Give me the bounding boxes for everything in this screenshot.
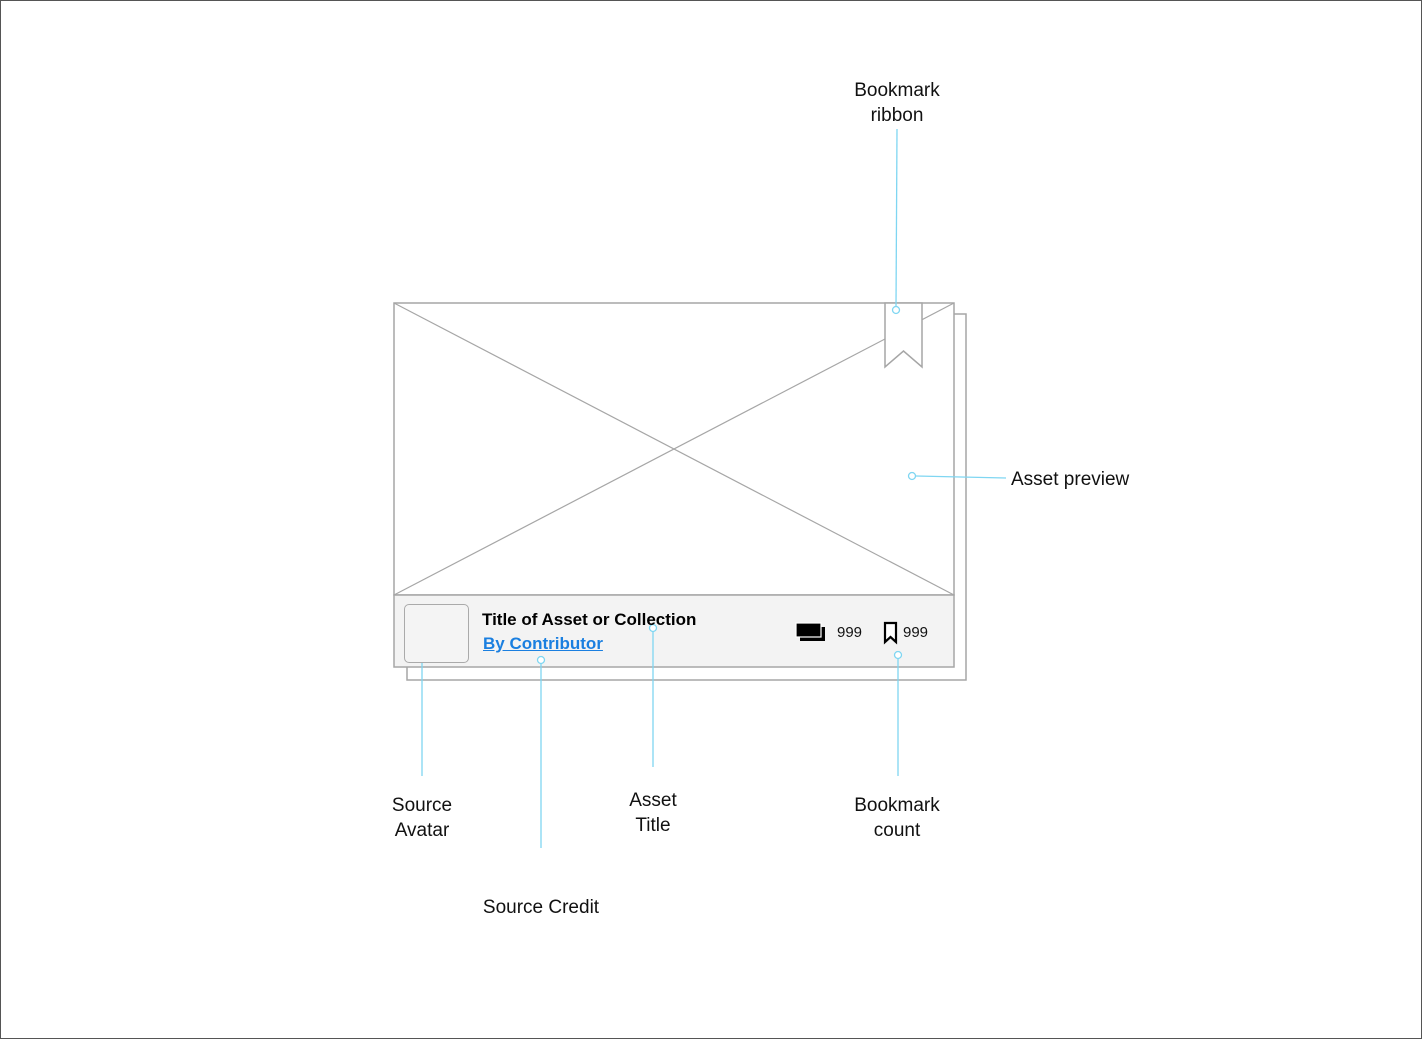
callout-line: Title	[635, 815, 671, 836]
callout-line: Bookmark	[854, 795, 940, 816]
source-credit-link[interactable]: By Contributor	[483, 634, 603, 653]
callout-asset-preview: Asset preview	[1011, 469, 1130, 490]
callout-line: Avatar	[394, 820, 450, 841]
callout-line: ribbon	[870, 105, 924, 126]
callout-line: Bookmark	[854, 80, 940, 101]
callout-line: Asset	[629, 790, 677, 811]
callout-bookmark-ribbon: Bookmark ribbon	[847, 78, 947, 128]
bookmark-ribbon-icon[interactable]	[884, 302, 923, 369]
collection-count: 999	[837, 624, 863, 641]
callout-source-avatar: Source Avatar	[372, 793, 472, 843]
callout-bookmark-count: Bookmark count	[847, 793, 947, 843]
stack-icon	[795, 622, 825, 641]
leader-lines	[417, 128, 1007, 848]
callout-line: count	[873, 820, 921, 841]
asset-title[interactable]: Title of Asset or Collection	[482, 610, 697, 629]
bookmark-count: 999	[903, 624, 929, 641]
card-footer	[393, 594, 955, 668]
asset-preview[interactable]	[393, 302, 955, 596]
source-avatar[interactable]	[404, 604, 469, 663]
callout-line: Source	[391, 795, 453, 816]
callout-source-credit: Source Credit	[482, 897, 600, 918]
callout-asset-title: Asset Title	[603, 788, 703, 838]
bookmark-icon	[883, 621, 898, 645]
